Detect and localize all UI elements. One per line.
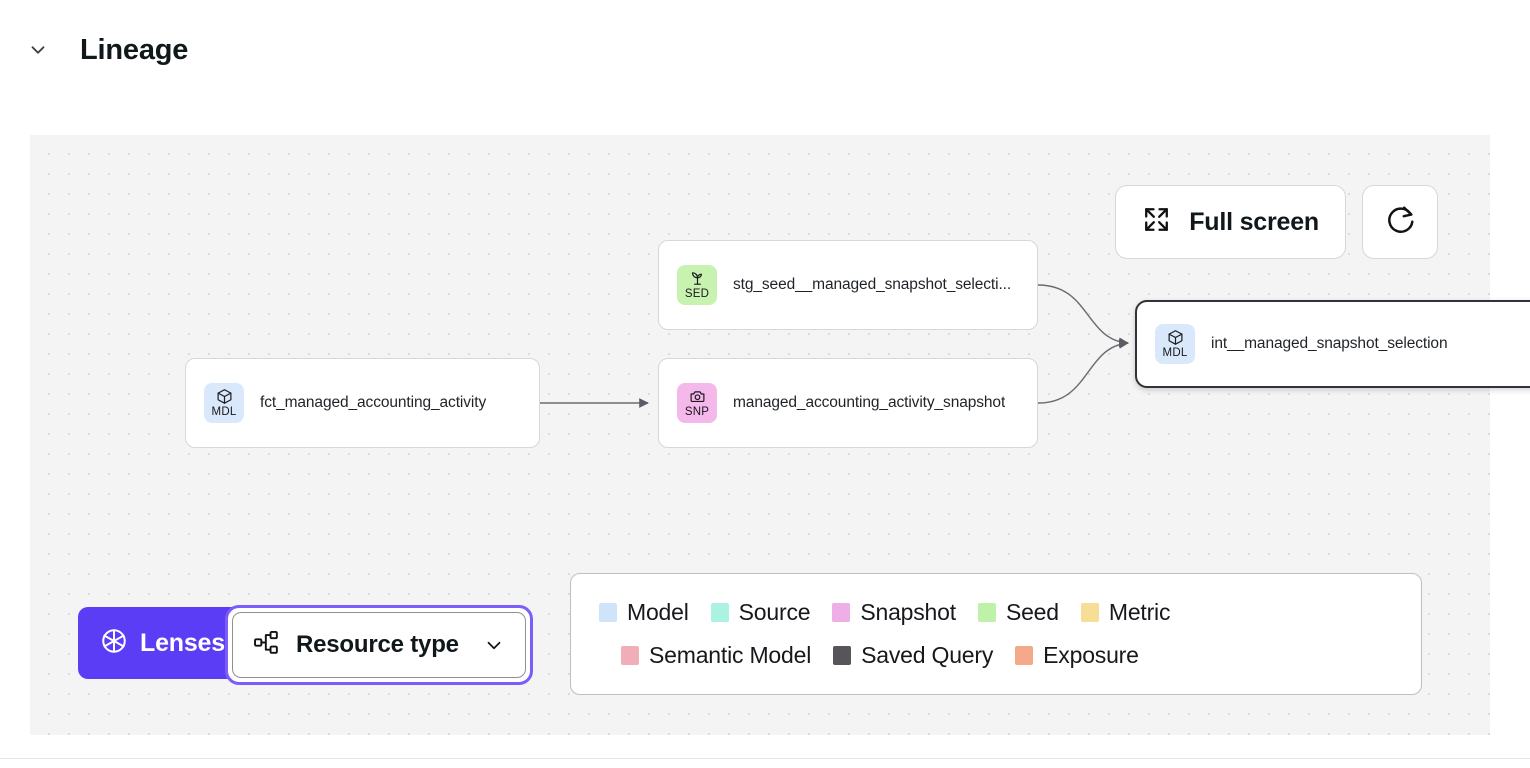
legend-swatch: [1015, 646, 1034, 665]
node-badge-abbr: SNP: [684, 406, 710, 418]
full-screen-button[interactable]: Full screen: [1115, 185, 1346, 259]
legend-swatch: [599, 603, 617, 622]
legend-item-model: Model: [599, 599, 689, 626]
lineage-legend: Model Source Snapshot Seed Metric S: [570, 573, 1422, 695]
node-label: managed_accounting_activity_snapshot: [733, 394, 1006, 411]
bottom-divider: [0, 758, 1530, 759]
lenses-button[interactable]: Lenses: [78, 607, 247, 679]
canvas-toolbar: Full screen: [1115, 185, 1438, 259]
legend-item-semantic-model: Semantic Model: [621, 642, 811, 669]
legend-swatch: [621, 646, 639, 665]
lineage-canvas[interactable]: MDL fct_managed_accounting_activity SED …: [30, 135, 1530, 735]
legend-item-saved-query: Saved Query: [833, 642, 993, 669]
camera-icon: SNP: [677, 383, 717, 423]
cube-icon: MDL: [1155, 324, 1195, 364]
resource-type-label: Resource type: [296, 631, 459, 658]
lineage-node-managed-accounting-activity-snapshot[interactable]: SNP managed_accounting_activity_snapshot: [658, 358, 1038, 448]
lineage-node-fct-managed-accounting-activity[interactable]: MDL fct_managed_accounting_activity: [185, 358, 540, 448]
legend-item-exposure: Exposure: [1015, 642, 1139, 669]
chevron-down-icon[interactable]: [26, 38, 50, 62]
legend-label: Exposure: [1043, 642, 1139, 668]
legend-label: Source: [738, 599, 811, 625]
node-label: int__managed_snapshot_selection: [1211, 335, 1448, 352]
legend-label: Saved Query: [861, 642, 994, 668]
cube-icon: MDL: [204, 383, 244, 423]
refresh-button[interactable]: [1362, 185, 1438, 259]
legend-swatch: [977, 603, 996, 622]
seedling-icon: SED: [677, 265, 717, 305]
legend-label: Semantic Model: [649, 642, 812, 668]
legend-swatch: [832, 603, 851, 622]
legend-label: Snapshot: [860, 599, 956, 625]
legend-item-seed: Seed: [977, 599, 1059, 626]
node-tree-icon: [253, 629, 280, 661]
legend-row-secondary: Semantic Model Saved Query Exposure: [599, 642, 1393, 669]
node-badge-abbr: MDL: [211, 406, 237, 418]
node-badge-abbr: SED: [684, 288, 710, 300]
resource-type-focus-ring: Resource type: [225, 605, 533, 685]
lineage-section-header: Lineage: [0, 0, 1530, 100]
lineage-node-stg-seed-managed-snapshot-selection[interactable]: SED stg_seed__managed_snapshot_selecti..…: [658, 240, 1038, 330]
node-label: fct_managed_accounting_activity: [260, 394, 487, 411]
chevron-down-icon: [483, 634, 505, 656]
legend-swatch: [710, 603, 729, 622]
lenses-label: Lenses: [140, 628, 225, 657]
expand-arrows-icon: [1142, 205, 1171, 239]
legend-item-snapshot: Snapshot: [832, 599, 956, 626]
legend-item-source: Source: [710, 599, 811, 626]
legend-label: Seed: [1005, 599, 1059, 625]
edge-seed-to-int: [1037, 284, 1129, 348]
lineage-node-int-managed-snapshot-selection[interactable]: MDL int__managed_snapshot_selection: [1135, 300, 1530, 388]
refresh-icon: [1384, 203, 1417, 241]
resource-type-dropdown[interactable]: Resource type: [232, 612, 526, 678]
edge-snapshot-to-int: [1037, 338, 1129, 404]
legend-swatch: [1080, 603, 1099, 622]
legend-label: Model: [627, 599, 689, 625]
aperture-icon: [100, 627, 128, 660]
legend-swatch: [833, 646, 852, 665]
page-title: Lineage: [80, 34, 189, 66]
legend-item-metric: Metric: [1080, 599, 1171, 626]
full-screen-label: Full screen: [1189, 207, 1319, 236]
node-label: stg_seed__managed_snapshot_selecti...: [733, 276, 1012, 293]
legend-row-primary: Model Source Snapshot Seed Metric: [599, 599, 1393, 626]
node-badge-abbr: MDL: [1162, 347, 1188, 359]
legend-label: Metric: [1108, 599, 1171, 625]
